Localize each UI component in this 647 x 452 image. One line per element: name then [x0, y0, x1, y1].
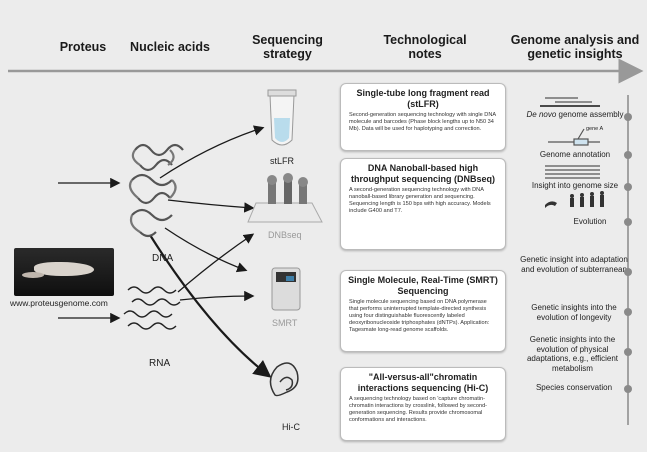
arrow-dna-hic [149, 234, 272, 378]
card-hic-title: "All-versus-all"chromatin interactions s… [357, 372, 489, 393]
hic-chromatin-icon [269, 362, 299, 397]
insight-genome-size: Insight into genome size [531, 181, 619, 190]
header-sequencing-strategy: Sequencing strategy [252, 33, 323, 61]
timeline-dot [624, 113, 632, 121]
evolution-icon [545, 191, 604, 208]
header-technological-notes: Technological notes [383, 33, 467, 61]
insight-annotation: Genome annotation [539, 150, 611, 159]
card-stlfr-desc: Second-generation sequencing technology … [349, 112, 496, 132]
strategy-stlfr: stLFR [270, 156, 295, 166]
proteus-website[interactable]: www.proteusgenome.com [10, 298, 108, 308]
dnbseq-chip-icon [247, 173, 323, 223]
stlfr-tube-icon [267, 89, 297, 146]
insight-assembly: De novo genome assembly [525, 110, 625, 120]
header-nucleic-acids: Nucleic acids [130, 40, 210, 54]
gene-annotation-icon [548, 128, 600, 146]
arrow-rna-dnbseq [177, 233, 255, 293]
gene-a-label: gene A [586, 126, 604, 132]
card-stlfr: Single-tube long fragment read (stLFR) S… [340, 83, 506, 151]
assembly-reads-icon [540, 97, 600, 107]
header-proteus: Proteus [59, 40, 107, 54]
arrow-dna-dnbseq [167, 199, 255, 213]
rna-molecule [123, 286, 181, 330]
insight-longevity: Genetic insights into the evolution of l… [531, 303, 617, 322]
card-smrt-title: Single Molecule, Real-Time (SMRT) Sequen… [348, 275, 498, 296]
insight-conservation: Species conservation [535, 383, 613, 392]
card-dnbseq: DNA Nanoball-based high throughput seque… [340, 158, 506, 250]
timeline-dot [624, 268, 632, 276]
timeline-dot [624, 218, 632, 226]
strategy-hic: Hi-C [282, 422, 300, 432]
arrow-dna-stlfr [159, 125, 265, 179]
strategy-smrt: SMRT [272, 318, 298, 328]
insight-subterranean: Genetic insight into adaptation and evol… [520, 255, 628, 274]
proteus-photo [14, 248, 114, 296]
arrow-rna-smrt [179, 290, 255, 302]
dna-label: DNA [152, 253, 174, 264]
card-dnbseq-desc: A second-generation sequencing technolog… [349, 187, 491, 214]
insight-assembly-italic: De novo [526, 110, 557, 119]
timeline-dot [624, 348, 632, 356]
card-stlfr-title: Single-tube long fragment read (stLFR) [356, 88, 490, 109]
timeline-dot [624, 385, 632, 393]
smrt-cell-icon [271, 267, 301, 311]
timeline-dot [624, 151, 632, 159]
insight-physical: Genetic insights into the evolution of p… [526, 335, 619, 373]
timeline-dot [624, 183, 632, 191]
rna-label: RNA [149, 358, 171, 369]
card-smrt: Single Molecule, Real-Time (SMRT) Sequen… [340, 270, 506, 352]
strategy-dnbseq: DNBseq [268, 230, 302, 240]
timeline-dot [624, 308, 632, 316]
card-dnbseq-title: DNA Nanoball-based high throughput seque… [351, 163, 495, 184]
card-hic-desc: A sequencing technology based on 'captur… [349, 396, 488, 423]
arrow-dna-smrt [164, 227, 248, 273]
insight-evolution: Evolution [573, 217, 607, 226]
insight-assembly-text: genome assembly [556, 110, 624, 119]
header-genome-analysis: Genome analysis and genetic insights [510, 33, 640, 61]
genome-size-icon [545, 165, 600, 179]
card-smrt-desc: Single molecule sequencing based on DNA … [349, 299, 490, 333]
card-hic: "All-versus-all"chromatin interactions s… [340, 367, 506, 441]
dna-molecule [128, 143, 184, 238]
